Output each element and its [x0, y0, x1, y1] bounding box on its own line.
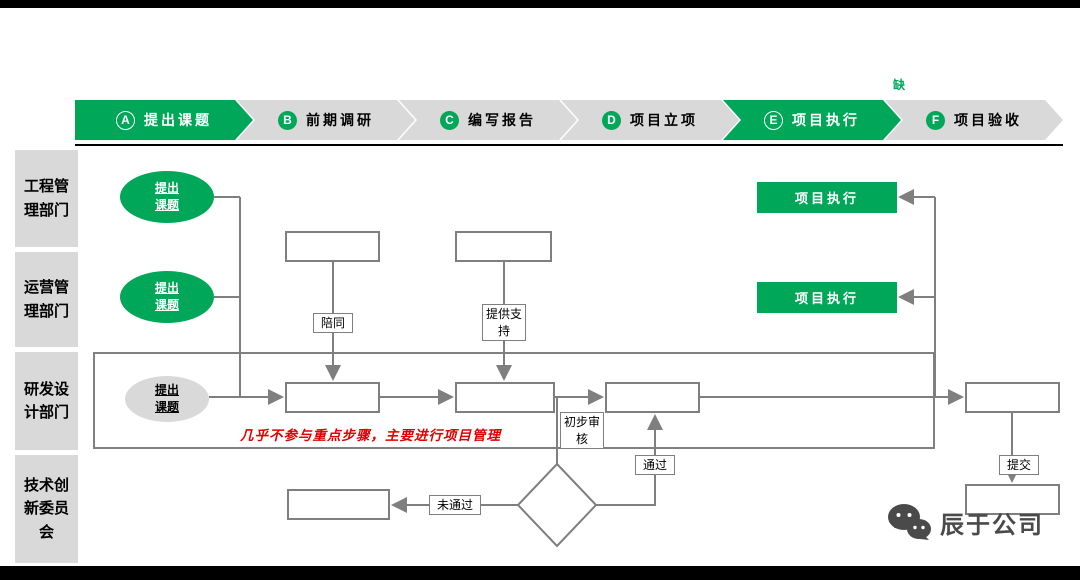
- lane-tech-innovation-committee: 技术创新委员会: [15, 455, 78, 563]
- edge-label-fail: 未通过: [429, 495, 481, 515]
- edge-label-support: 提供支持: [482, 304, 526, 341]
- lane-engineering-dept: 工程管理部门: [15, 150, 78, 247]
- stage-label: 项目验收: [954, 112, 1022, 128]
- stage-letter-badge: F: [926, 111, 945, 130]
- brand-footer: 辰于公司: [886, 501, 1044, 543]
- start-node-label: 提出课题: [154, 181, 179, 212]
- stage-letter-badge: C: [440, 111, 459, 130]
- edge-label-submit: 提交: [999, 455, 1039, 475]
- stage-label: 编写报告: [468, 112, 536, 128]
- company-name: 辰于公司: [940, 511, 1044, 539]
- process-box-empty: [285, 382, 380, 413]
- lane-rd-design-dept: 研发设计部门: [15, 352, 78, 450]
- stage-chevron-research: B 前期调研: [237, 100, 415, 140]
- lane-operations-dept: 运营管理部门: [15, 252, 78, 347]
- decision-diamond: [516, 462, 598, 548]
- process-box-empty: [455, 231, 552, 262]
- start-node-label: 提出课题: [154, 281, 179, 312]
- process-box-empty: [965, 484, 1060, 515]
- edge-label-review: 初步审核: [560, 412, 604, 449]
- process-box-empty: [287, 489, 390, 520]
- start-node-operations: 提出课题: [120, 271, 214, 323]
- process-box-empty: [285, 231, 380, 262]
- edge-label-pass: 通过: [635, 455, 675, 475]
- stage-label: 项目执行: [792, 112, 860, 128]
- process-box-empty: [455, 382, 555, 413]
- wechat-icon: [888, 504, 931, 540]
- start-node-rd: 提出课题: [125, 376, 209, 422]
- rd-lane-emphasis-frame: [93, 352, 935, 449]
- start-node-engineering: 提出课题: [120, 171, 214, 223]
- stage-letter-badge: D: [602, 111, 621, 130]
- stage-chevron-approval: D 项目立项: [561, 100, 739, 140]
- stage-chevron-acceptance: F 项目验收: [885, 100, 1063, 140]
- process-box-empty: [965, 382, 1060, 413]
- exec-box-operations: 项目执行: [757, 282, 897, 313]
- stage-label: 前期调研: [306, 112, 374, 128]
- stage-letter-badge: B: [278, 111, 297, 130]
- process-box-empty: [605, 382, 700, 413]
- stage-chevron-report: C 编写报告: [399, 100, 577, 140]
- green-annotation: 缺: [893, 78, 906, 92]
- stage-label: 提出课题: [144, 112, 212, 128]
- stage-chevron-propose: A 提出课题: [75, 100, 253, 140]
- top-black-bar: [0, 0, 1080, 8]
- red-annotation: 几乎不参与重点步骤，主要进行项目管理: [240, 428, 501, 443]
- stage-letter-badge: E: [764, 111, 783, 130]
- header-divider-line: [75, 144, 1063, 146]
- edge-label-accompany: 陪同: [313, 313, 353, 333]
- start-node-label: 提出课题: [154, 383, 179, 414]
- bottom-black-bar: [0, 566, 1080, 580]
- stage-label: 项目立项: [630, 112, 698, 128]
- stage-letter-badge: A: [116, 111, 135, 130]
- exec-box-engineering: 项目执行: [757, 182, 897, 213]
- stage-chevron-execution: E 项目执行: [723, 100, 901, 140]
